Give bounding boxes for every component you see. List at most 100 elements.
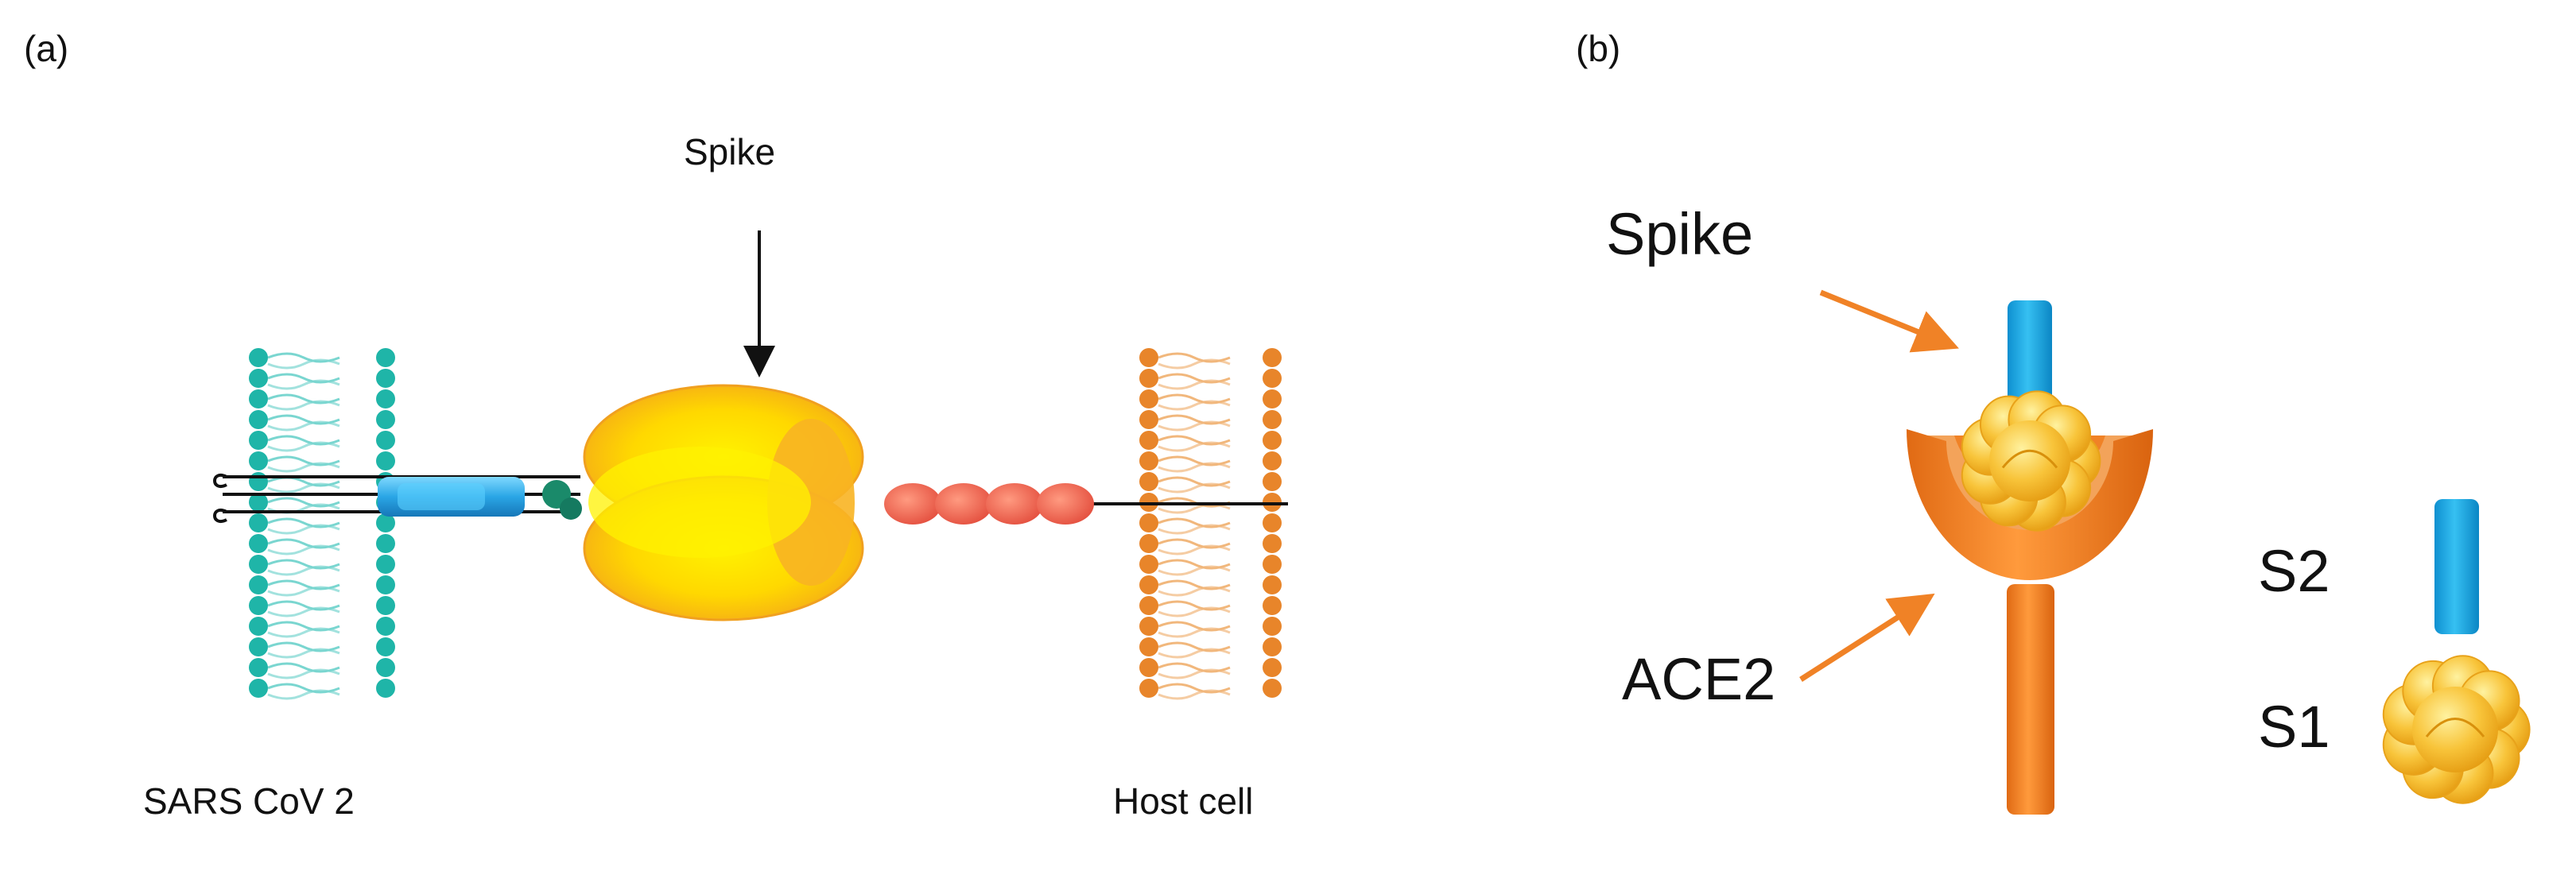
host-lipid-head bbox=[1263, 637, 1282, 656]
virus-lipid-tail bbox=[267, 668, 340, 679]
virus-lipid-tail bbox=[267, 524, 340, 535]
host-lipid-tail bbox=[1158, 689, 1231, 700]
s2-label: S2 bbox=[2258, 538, 2330, 604]
host-lipid-head bbox=[1139, 596, 1158, 615]
virus-lipid-head bbox=[249, 431, 268, 450]
virus-membrane-bilayer bbox=[249, 348, 395, 700]
virus-lipid-tail bbox=[267, 420, 340, 432]
virus-lipid-head bbox=[249, 555, 268, 574]
virus-lipid-tail bbox=[267, 648, 340, 659]
host-lipid-head bbox=[1263, 679, 1282, 698]
host-lipid-tail bbox=[1158, 586, 1231, 597]
spike-label-b: Spike bbox=[1606, 201, 1754, 267]
virus-lipid-head bbox=[376, 513, 395, 532]
virus-lipid-head bbox=[376, 451, 395, 470]
host-lipid-head bbox=[1139, 369, 1158, 388]
host-lipid-head bbox=[1139, 451, 1158, 470]
host-lipid-tail bbox=[1158, 648, 1231, 659]
host-lipid-head bbox=[1263, 596, 1282, 615]
host-lipid-head bbox=[1263, 617, 1282, 636]
virus-lipid-head bbox=[249, 617, 268, 636]
host-lipid-head bbox=[1139, 534, 1158, 553]
host-lipid-head bbox=[1263, 451, 1282, 470]
virus-lipid-head bbox=[249, 389, 268, 408]
virus-lipid-head bbox=[249, 679, 268, 698]
virus-lipid-head bbox=[376, 534, 395, 553]
s1-label: S1 bbox=[2258, 694, 2330, 760]
host-cell-membrane-bilayer bbox=[1139, 348, 1282, 700]
receptor-bead bbox=[986, 483, 1043, 525]
panel-a-label: (a) bbox=[24, 28, 69, 69]
virus-lipid-head bbox=[376, 431, 395, 450]
virus-lipid-head bbox=[376, 679, 395, 698]
virus-label: SARS CoV 2 bbox=[143, 780, 355, 822]
host-lipid-head bbox=[1139, 389, 1158, 408]
s1-fold bbox=[2001, 449, 2058, 469]
host-lipid-head bbox=[1263, 348, 1282, 367]
host-lipid-head bbox=[1139, 472, 1158, 491]
host-lipid-head bbox=[1139, 513, 1158, 532]
host-lipid-head bbox=[1263, 410, 1282, 429]
legend-s2-rod bbox=[2434, 499, 2479, 634]
virus-lipid-tail bbox=[267, 544, 340, 556]
virus-lipid-tail bbox=[267, 462, 340, 473]
host-lipid-head bbox=[1139, 410, 1158, 429]
s1-fold bbox=[2425, 718, 2485, 737]
virus-lipid-tail bbox=[267, 379, 340, 390]
virus-lipid-head bbox=[376, 617, 395, 636]
host-lipid-tail bbox=[1158, 420, 1231, 432]
host-lipid-head bbox=[1263, 472, 1282, 491]
host-lipid-tail bbox=[1158, 462, 1231, 473]
virus-lipid-head bbox=[376, 410, 395, 429]
host-lipid-head bbox=[1139, 658, 1158, 677]
virus-lipid-head bbox=[376, 555, 395, 574]
host-lipid-tail bbox=[1158, 441, 1231, 452]
virus-lipid-head bbox=[249, 637, 268, 656]
virus-lipid-tail bbox=[267, 586, 340, 597]
virus-lipid-head bbox=[376, 596, 395, 615]
virus-lipid-head bbox=[376, 575, 395, 594]
ace2-label: ACE2 bbox=[1622, 646, 1776, 712]
panel-b-label: (b) bbox=[1576, 28, 1621, 69]
virus-lipid-head bbox=[249, 596, 268, 615]
spike-stalk bbox=[378, 477, 582, 520]
virus-lipid-tail bbox=[267, 358, 340, 370]
host-lipid-tail bbox=[1158, 482, 1231, 494]
virus-lipid-head bbox=[249, 348, 268, 367]
virus-lipid-tail bbox=[267, 565, 340, 576]
ace2-arrow-b bbox=[1799, 593, 1935, 682]
spike-arrow-b bbox=[1819, 289, 1959, 353]
host-lipid-tail bbox=[1158, 668, 1231, 679]
spike-protein-head bbox=[583, 384, 864, 621]
virus-lipid-head bbox=[376, 348, 395, 367]
host-lipid-head bbox=[1263, 389, 1282, 408]
host-lipid-head bbox=[1263, 658, 1282, 677]
host-lipid-head bbox=[1263, 555, 1282, 574]
host-lipid-head bbox=[1139, 637, 1158, 656]
legend-s1-blob bbox=[2382, 655, 2531, 804]
host-lipid-head bbox=[1139, 575, 1158, 594]
virus-lipid-tail bbox=[267, 606, 340, 617]
virus-lipid-tail bbox=[267, 441, 340, 452]
host-lipid-tail bbox=[1158, 358, 1231, 370]
host-lipid-tail bbox=[1158, 400, 1231, 411]
receptor-bead bbox=[935, 483, 992, 525]
host-lipid-tail bbox=[1158, 544, 1231, 556]
host-lipid-head bbox=[1263, 534, 1282, 553]
virus-lipid-head bbox=[249, 575, 268, 594]
host-lipid-tail bbox=[1158, 524, 1231, 535]
virus-lipid-head bbox=[376, 658, 395, 677]
virus-lipid-head bbox=[249, 410, 268, 429]
virus-lipid-head bbox=[249, 472, 268, 491]
virus-lipid-head bbox=[249, 369, 268, 388]
virus-lipid-tail bbox=[267, 400, 340, 411]
host-lipid-tail bbox=[1158, 565, 1231, 576]
host-lipid-head bbox=[1263, 513, 1282, 532]
host-lipid-head bbox=[1139, 431, 1158, 450]
virus-lipid-head bbox=[249, 658, 268, 677]
host-lipid-tail bbox=[1158, 627, 1231, 638]
host-lipid-tail bbox=[1158, 379, 1231, 390]
host-lipid-tail bbox=[1158, 503, 1231, 514]
